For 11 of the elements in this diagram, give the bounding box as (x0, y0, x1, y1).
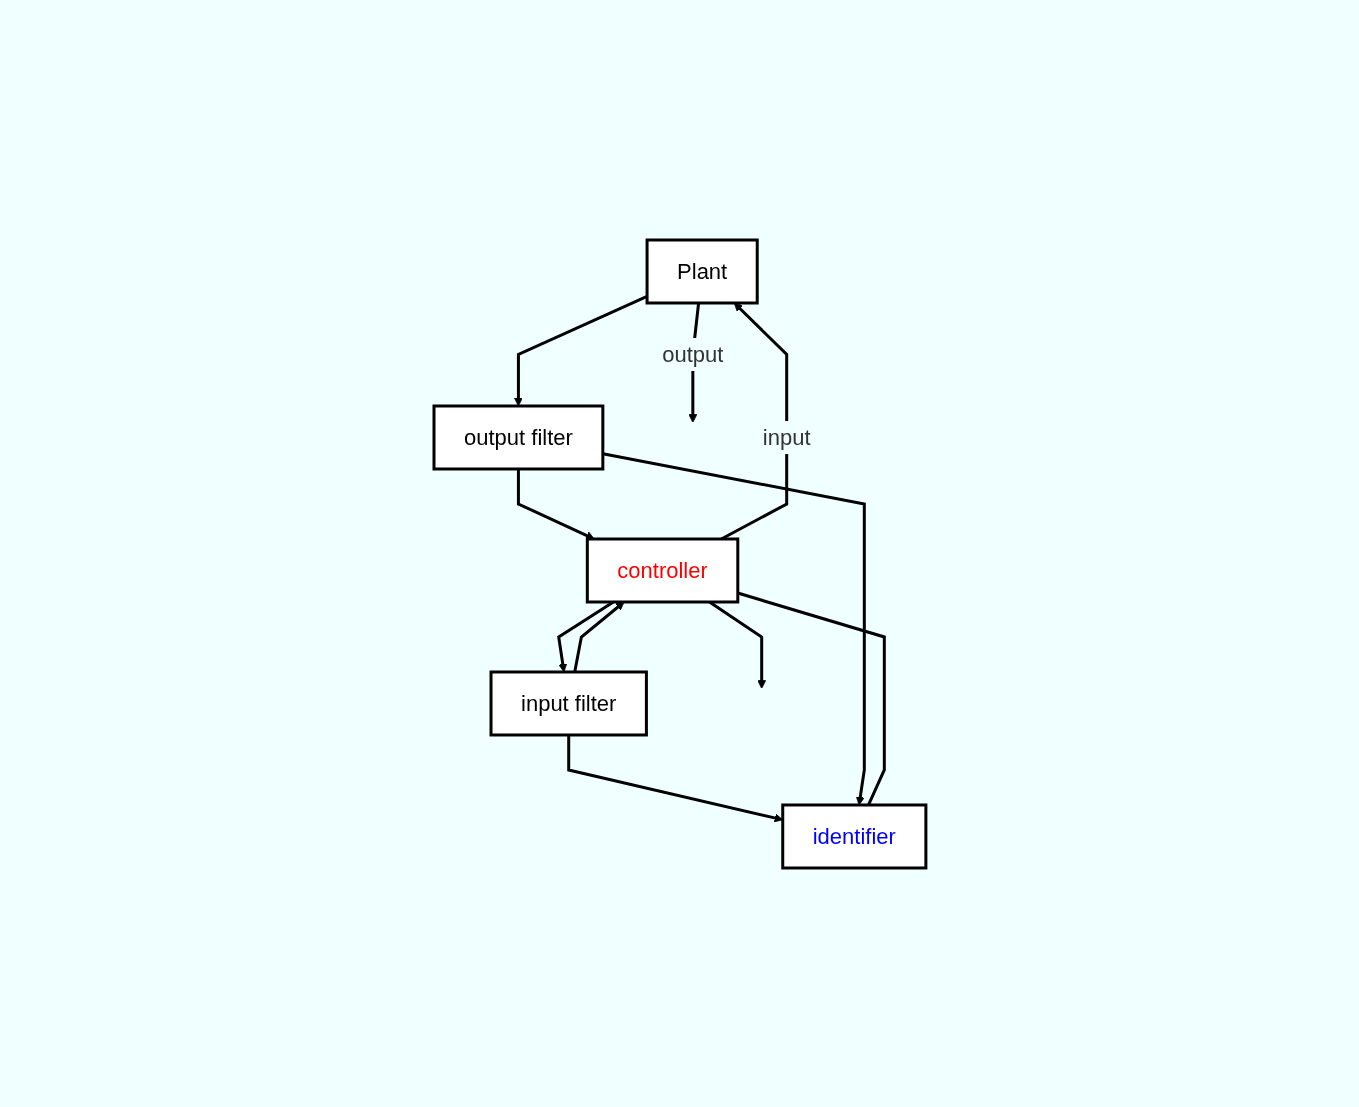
arrow (602, 451, 866, 805)
arrow (516, 468, 595, 540)
node-box: Plant (645, 238, 759, 304)
node-box: input filter (489, 670, 648, 736)
node-box: output filter (432, 404, 604, 470)
node-box: identifier (780, 803, 927, 869)
edge-label: input (762, 424, 811, 450)
arrow (572, 601, 625, 672)
arrow (566, 734, 783, 822)
node-box: controller (585, 537, 739, 603)
edge-label: output (661, 341, 723, 367)
